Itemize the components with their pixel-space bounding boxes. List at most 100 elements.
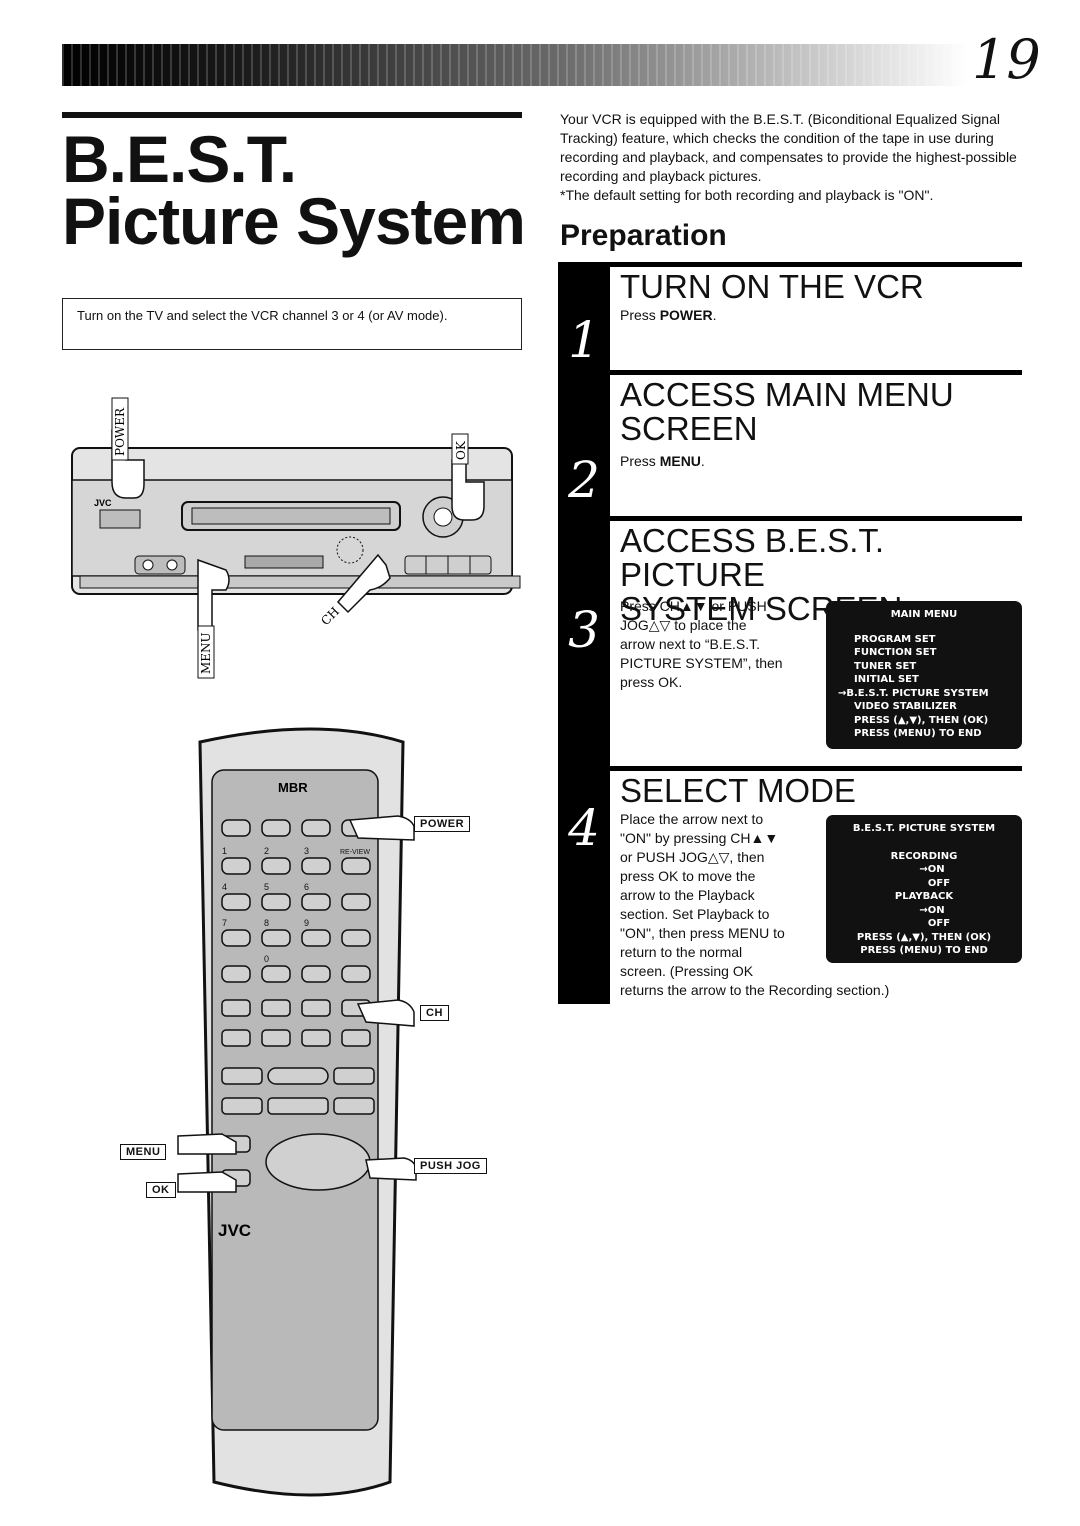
step-4-line: press OK to move the xyxy=(620,868,756,884)
intro-text: Your VCR is equipped with the B.E.S.T. (… xyxy=(560,111,1017,184)
step-2-heading-line-2: SCREEN xyxy=(620,410,758,447)
vcr-power-text: POWER xyxy=(113,407,127,456)
vcr-illustration: POWER OK MENU CH JVC xyxy=(71,397,521,679)
digit-label: 3 xyxy=(304,846,309,856)
step-number-3: 3 xyxy=(568,601,600,659)
step-2-key: MENU xyxy=(659,453,701,469)
step-3-line: PICTURE SYSTEM”, then xyxy=(620,655,783,671)
step-4-line: screen. (Pressing OK xyxy=(620,963,754,979)
remote-power-callout: POWER xyxy=(414,816,471,832)
step-1-text-post: . xyxy=(712,307,717,323)
digit-label: 5 xyxy=(264,882,269,892)
step-1-heading: TURN ON THE VCR xyxy=(620,268,924,305)
main-menu-item-selected: →B.E.S.T. PICTURE SYSTEM xyxy=(838,687,989,699)
remote-ok-callout: OK xyxy=(146,1182,176,1198)
step-number-4: 4 xyxy=(568,799,600,857)
vcr-menu-label: MENU xyxy=(197,625,215,679)
main-menu-instruction: PRESS (▲,▼), THEN (OK) xyxy=(854,714,989,726)
main-menu-title: MAIN MENU xyxy=(890,609,958,620)
best-menu-screen: B.E.S.T. PICTURE SYSTEM RECORDING →ON OF… xyxy=(826,815,1022,963)
main-menu-item: FUNCTION SET xyxy=(854,647,937,658)
title-line-1: B.E.S.T. xyxy=(62,122,297,196)
step-4-last-line: returns the arrow to the Recording secti… xyxy=(620,982,890,998)
main-menu-item: PROGRAM SET xyxy=(854,633,936,645)
step-4-rule xyxy=(610,766,1022,771)
step-2-text: Press MENU. xyxy=(620,452,705,471)
main-menu-item: TUNER SET xyxy=(854,660,917,672)
best-menu-instruction: PRESS (MENU) TO END xyxy=(860,945,988,956)
main-menu-instruction: PRESS (MENU) TO END xyxy=(854,728,982,739)
vcr-brand-text: JVC xyxy=(94,498,112,508)
vcr-ok-text: OK xyxy=(454,440,468,460)
step-4-line: Place the arrow next to xyxy=(620,811,764,827)
step-4-text: Place the arrow next to "ON" by pressing… xyxy=(620,810,820,981)
step-3-line: JOG△▽ to place the xyxy=(620,617,747,633)
step-3-line: press OK. xyxy=(620,674,683,690)
step-2-heading-line-1: ACCESS MAIN MENU xyxy=(620,376,954,413)
title-line-2: Picture System xyxy=(62,184,526,258)
note-box: Turn on the TV and select the VCR channe… xyxy=(62,298,522,350)
step-4-line: arrow to the Playback xyxy=(620,887,755,903)
step-1-text-pre: Press xyxy=(620,307,660,323)
main-menu-screen: MAIN MENU PROGRAM SET FUNCTION SET TUNER… xyxy=(826,601,1022,749)
best-menu-item-selected: →ON xyxy=(919,864,945,875)
best-menu-item: OFF xyxy=(927,877,951,889)
digit-label: 2 xyxy=(264,846,269,856)
digit-label: 7 xyxy=(222,918,227,928)
step-4-heading: SELECT MODE xyxy=(620,772,856,809)
step-1-text: Press POWER. xyxy=(620,306,716,325)
main-menu-item: INITIAL SET xyxy=(854,674,919,685)
step-4-line: or PUSH JOG△▽, then xyxy=(620,849,765,865)
remote-menu-callout: MENU xyxy=(120,1144,167,1160)
step-3-heading-line-1: ACCESS B.E.S.T. PICTURE xyxy=(620,522,885,593)
main-menu-item: VIDEO STABILIZER xyxy=(854,701,957,712)
intro-paragraph: Your VCR is equipped with the B.E.S.T. (… xyxy=(560,110,1025,205)
digit-label: 8 xyxy=(264,918,269,928)
vcr-power-label: POWER xyxy=(111,397,129,461)
step-3-rule xyxy=(610,516,1022,521)
remote-push-jog-callout: PUSH JOG xyxy=(414,1158,487,1174)
best-menu-item: PLAYBACK xyxy=(894,891,954,902)
step-number-1: 1 xyxy=(568,311,600,369)
best-menu-item: OFF xyxy=(927,918,951,929)
vcr-ch-text: CH xyxy=(318,604,342,628)
step-4-line: "ON", then press MENU to xyxy=(620,925,785,941)
digit-label: 1 xyxy=(222,846,227,856)
step-3-line: Press CH▲▼ or PUSH xyxy=(620,598,767,614)
page-number: 19 xyxy=(972,28,1041,91)
preparation-heading: Preparation xyxy=(560,219,727,252)
header-gradient-bar xyxy=(62,44,968,86)
step-number-2: 2 xyxy=(568,451,600,509)
digit-label: 0 xyxy=(264,954,269,964)
remote-ch-callout: CH xyxy=(420,1005,449,1021)
remote-illustration: MBR 1 2 3 4 5 6 7 8 9 0 RE-VIEW JVC xyxy=(177,727,417,1497)
step-2-text-pre: Press xyxy=(620,453,660,469)
best-menu-item-selected: →ON xyxy=(919,904,945,916)
step-2-text-post: . xyxy=(700,453,705,469)
remote-logo: MBR xyxy=(278,780,308,795)
step-4-line: "ON" by pressing CH▲▼ xyxy=(620,830,779,846)
vcr-menu-text: MENU xyxy=(199,632,213,674)
page-title: B.E.S.T. Picture System xyxy=(62,122,532,258)
intro-default-note: *The default setting for both recording … xyxy=(560,187,934,203)
digit-label: 9 xyxy=(304,918,309,928)
step-2-rule xyxy=(610,370,1022,375)
step-3-text: Press CH▲▼ or PUSH JOG△▽ to place the ar… xyxy=(620,597,820,692)
step-1-key: POWER xyxy=(659,307,713,323)
digit-label: 4 xyxy=(222,882,227,892)
step-2-heading: ACCESS MAIN MENU SCREEN xyxy=(620,378,1020,446)
best-menu-instruction: PRESS (▲,▼), THEN (OK) xyxy=(856,931,992,943)
remote-brand: JVC xyxy=(218,1221,251,1240)
review-label: RE-VIEW xyxy=(340,849,370,856)
digit-label: 6 xyxy=(304,882,309,892)
title-rule xyxy=(62,112,522,118)
step-3-line: arrow next to “B.E.S.T. xyxy=(620,636,761,652)
vcr-ok-label: OK xyxy=(451,433,469,465)
step-1-rule xyxy=(610,262,1022,267)
step-4-line: return to the normal xyxy=(620,944,743,960)
step-4-line: section. Set Playback to xyxy=(620,906,770,922)
best-menu-title: B.E.S.T. PICTURE SYSTEM xyxy=(852,823,996,834)
best-menu-item: RECORDING xyxy=(890,850,958,862)
note-text: Turn on the TV and select the VCR channe… xyxy=(77,308,448,323)
step-bar xyxy=(558,262,610,1004)
